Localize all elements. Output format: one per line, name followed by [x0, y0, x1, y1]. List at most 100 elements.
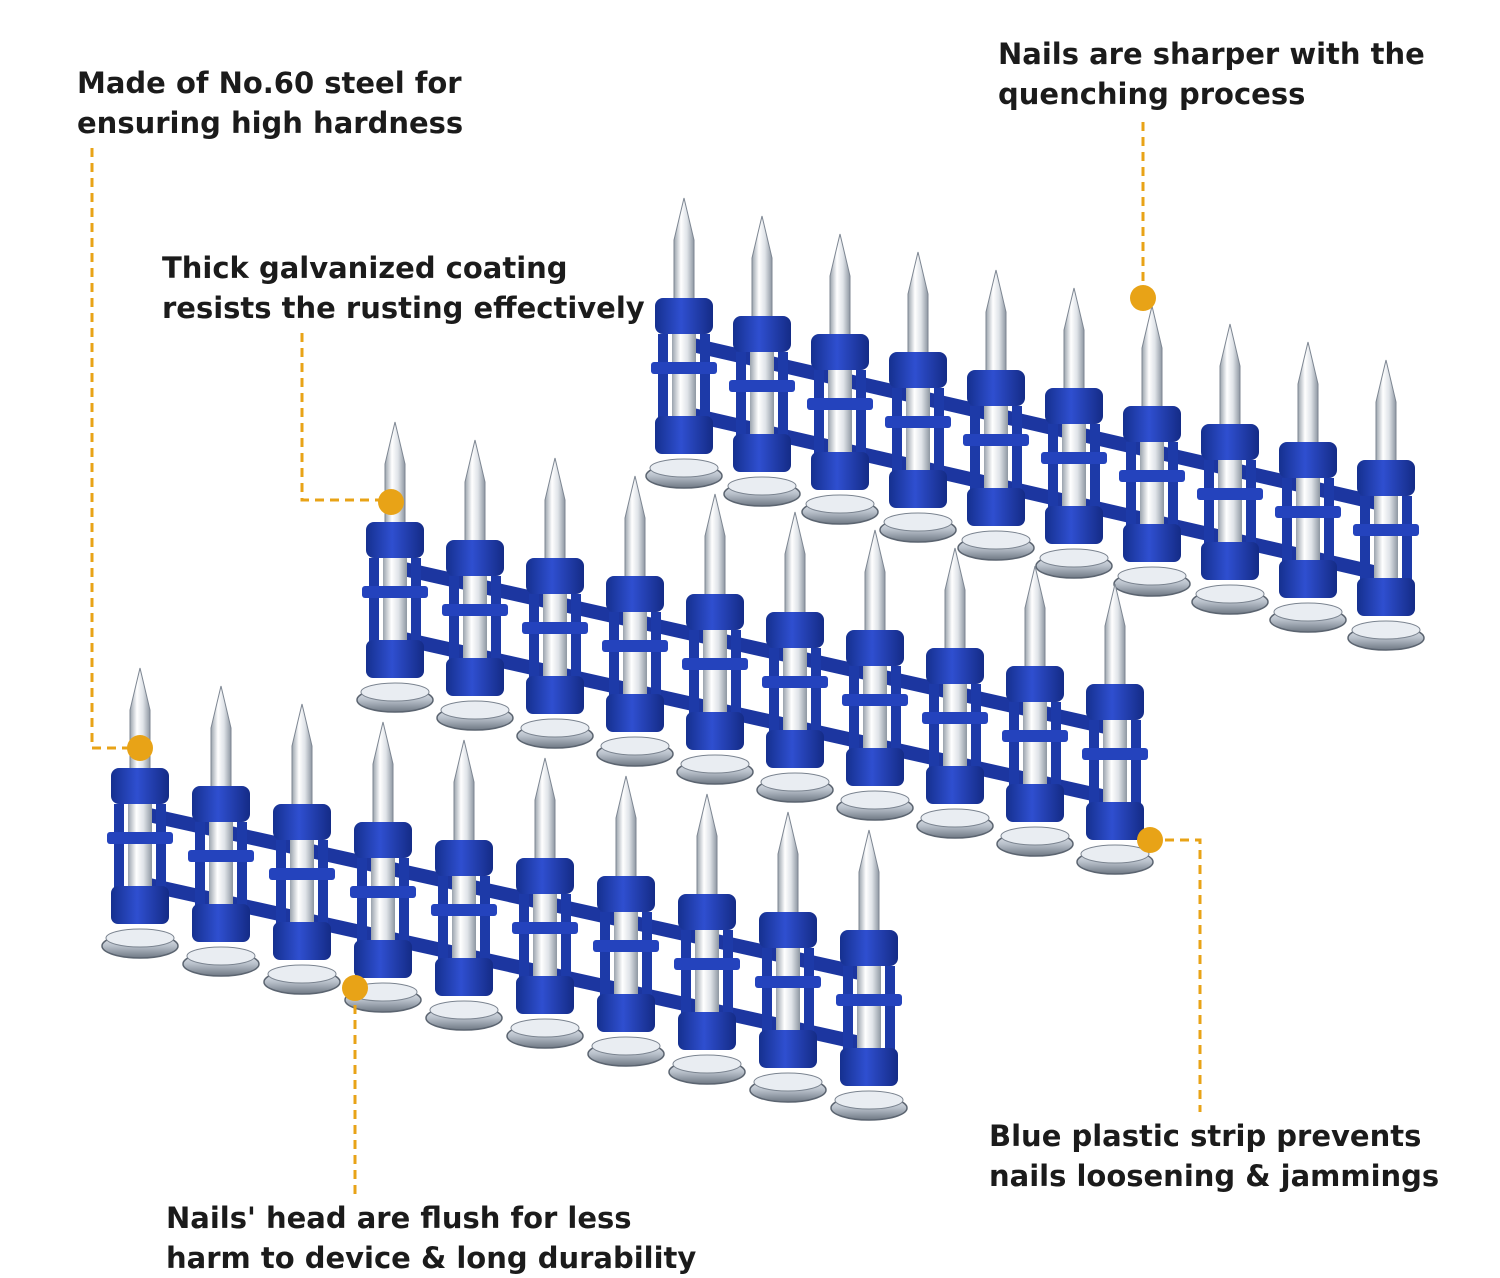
nail-shank: [829, 233, 851, 347]
visible-shank: [614, 912, 638, 996]
nail-head-top: [1195, 584, 1265, 604]
collar-rib: [1402, 496, 1412, 580]
nail: [916, 547, 994, 839]
plastic-collar: [807, 334, 873, 490]
collar-band: [1275, 506, 1341, 518]
plastic-collar: [1353, 460, 1419, 616]
nail: [957, 269, 1035, 561]
collar-top-ring: [1123, 406, 1181, 442]
plastic-collar: [431, 840, 497, 996]
nail-head-top: [920, 808, 990, 828]
leader-dot: [1137, 827, 1163, 853]
collar-band: [269, 868, 335, 880]
collar-top-ring: [840, 930, 898, 966]
collar-rib: [571, 594, 581, 678]
collar-rib: [357, 858, 367, 942]
collar-band: [1041, 452, 1107, 464]
collar-bottom-ring: [606, 694, 664, 732]
collar-rib: [769, 648, 779, 732]
collar-bottom-ring: [766, 730, 824, 768]
collar-rib: [276, 840, 286, 924]
leader-line: [300, 333, 391, 502]
collar-bottom-ring: [889, 470, 947, 508]
nail-shank: [751, 215, 773, 329]
collar-rib: [856, 370, 866, 454]
nail: [344, 721, 422, 1013]
collar-rib: [318, 840, 328, 924]
collar-rib: [642, 912, 652, 996]
collar-rib: [399, 858, 409, 942]
collar-rib: [491, 576, 501, 660]
visible-shank: [863, 666, 887, 750]
plastic-collar: [682, 594, 748, 750]
visible-shank: [828, 370, 852, 454]
nail-head-top: [753, 1072, 823, 1092]
leader-sharp: [1130, 122, 1156, 311]
collar-top-ring: [811, 334, 869, 370]
collar-bottom-ring: [733, 434, 791, 472]
collar-bottom-ring: [840, 1048, 898, 1086]
nail-shank: [1375, 359, 1397, 473]
collar-top-ring: [1045, 388, 1103, 424]
collar-band: [522, 622, 588, 634]
leader-coating: [300, 333, 404, 515]
collar-top-ring: [1201, 424, 1259, 460]
visible-shank: [533, 894, 557, 978]
collar-top-ring: [967, 370, 1025, 406]
visible-shank: [1296, 478, 1320, 562]
plastic-collar: [836, 930, 902, 1086]
collar-band: [512, 922, 578, 934]
collar-rib: [971, 684, 981, 768]
nail-head-top: [1351, 620, 1421, 640]
collar-bottom-ring: [678, 1012, 736, 1050]
collar-rib: [156, 804, 166, 888]
collar-rib: [892, 388, 902, 472]
collar-top-ring: [446, 540, 504, 576]
collar-rib: [891, 666, 901, 750]
collar-rib: [731, 630, 741, 714]
plastic-collar: [107, 768, 173, 924]
collar-rib: [762, 948, 772, 1032]
collar-band: [807, 398, 873, 410]
collar-bottom-ring: [597, 994, 655, 1032]
nail: [879, 251, 957, 543]
collar-top-ring: [192, 786, 250, 822]
collar-bottom-ring: [273, 922, 331, 960]
collar-band: [431, 904, 497, 916]
nail: [723, 215, 801, 507]
collar-rib: [811, 648, 821, 732]
leader-strip: [1137, 827, 1202, 1112]
plastic-collar: [674, 894, 740, 1050]
plastic-collar: [442, 540, 508, 696]
plastic-collar: [963, 370, 1029, 526]
collar-rib: [1009, 702, 1019, 786]
nail: [801, 233, 879, 525]
collar-band: [593, 940, 659, 952]
nail-shank: [696, 793, 718, 907]
caption-line: Thick galvanized coating: [162, 251, 568, 285]
strip-connector: [393, 630, 1117, 806]
collar-band: [1197, 488, 1263, 500]
nail: [1269, 341, 1347, 633]
plastic-collar: [269, 804, 335, 960]
nail-shank: [1141, 305, 1163, 419]
nail-head-top: [360, 682, 430, 702]
visible-shank: [209, 822, 233, 906]
caption-line: ensuring high hardness: [77, 106, 464, 140]
collar-rib: [1246, 460, 1256, 544]
collar-bottom-ring: [1086, 802, 1144, 840]
collar-band: [674, 958, 740, 970]
nail-shank: [784, 511, 806, 625]
collar-top-ring: [111, 768, 169, 804]
nail-head-top: [1039, 548, 1109, 568]
plastic-collar: [1082, 684, 1148, 840]
nail-head-top: [805, 494, 875, 514]
leader-dot: [342, 975, 368, 1001]
collar-band: [729, 380, 795, 392]
nail-shank: [704, 493, 726, 607]
nail-head-top: [591, 1036, 661, 1056]
leader-dot: [127, 735, 153, 761]
nail-shank: [210, 685, 232, 799]
nail-shank: [907, 251, 929, 365]
nail: [676, 493, 754, 785]
